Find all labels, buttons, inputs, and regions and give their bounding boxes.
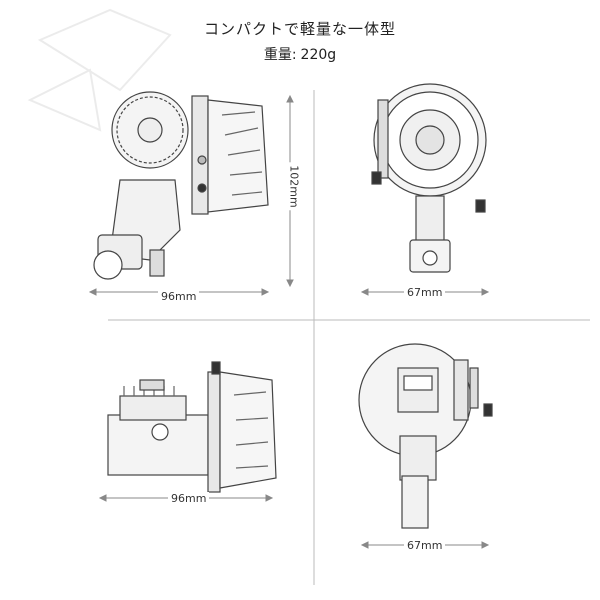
back-gear — [453, 359, 469, 421]
back-width-label: 67mm — [404, 539, 446, 552]
page-title: コンパクトで軽量な一体型 — [203, 20, 396, 38]
top-view-drawing — [107, 361, 277, 493]
weight-spec: 重量:220g — [0, 44, 600, 64]
side-view-drawing — [93, 91, 269, 280]
back-view-drawing — [358, 343, 493, 529]
side-height-label: 102mm — [287, 162, 301, 211]
top-width-label: 96mm — [168, 492, 210, 505]
lock-screw — [371, 171, 382, 185]
top-knob — [219, 371, 277, 489]
watermark — [27, 8, 172, 132]
weight-value: 220g — [300, 47, 337, 63]
top-gear — [119, 395, 187, 421]
focus-knob — [207, 99, 269, 213]
side-width-label: 96mm — [158, 290, 200, 303]
clamp-knob — [149, 249, 165, 277]
front-width-label: 67mm — [404, 286, 446, 299]
back-arm — [399, 435, 437, 481]
front-mount — [415, 195, 445, 247]
top-plate — [207, 371, 221, 493]
knob-plate — [191, 95, 209, 215]
weight-label: 重量: — [263, 47, 297, 63]
front-view-drawing — [371, 83, 487, 273]
rod-hole — [93, 250, 123, 280]
